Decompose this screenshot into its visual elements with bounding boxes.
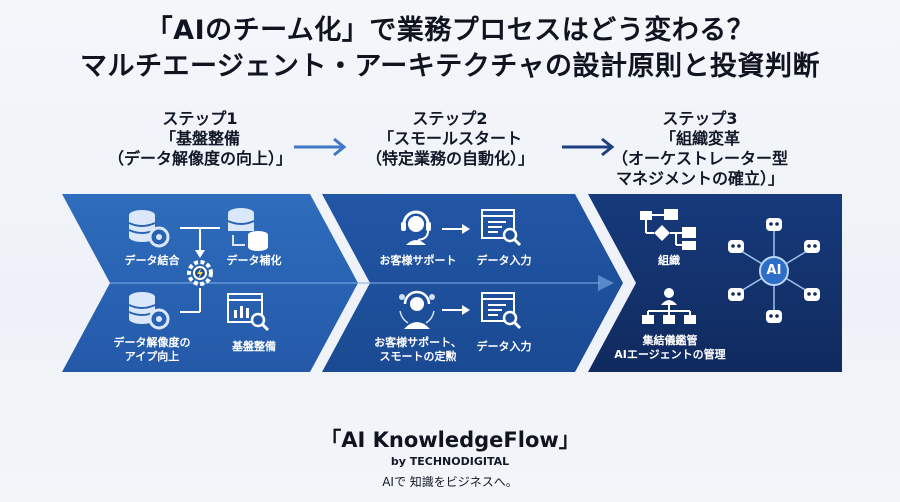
- step3-number: ステップ3: [662, 109, 738, 128]
- arrow-right-icon: [562, 137, 615, 157]
- step1-number: ステップ1: [162, 109, 238, 128]
- org-chart-icon: [642, 288, 696, 324]
- brand-name: 「AI KnowledgeFlow」: [320, 428, 580, 452]
- dashboard-search-icon: [227, 293, 270, 332]
- step2-title: 「スモールスタート: [377, 129, 522, 148]
- support-agent-icon: [399, 290, 435, 329]
- step3-item1-label: 組織: [658, 254, 680, 267]
- connector-lines: [180, 227, 220, 313]
- step2-heading: ステップ2 「スモールスタート （特定業務の自動化）」: [345, 109, 555, 169]
- step1-item3-label: データ解像度のアイプ向上: [113, 336, 191, 363]
- step2-item1-label: お客様サポート: [379, 254, 457, 267]
- database-gear-icon: [128, 292, 170, 330]
- arrow-right-icon: [442, 305, 470, 315]
- step3-subtitle: （オーケストレーター型: [611, 149, 788, 168]
- brand-by-line: by TECHNODIGITAL: [390, 455, 510, 468]
- step1-heading: ステップ1 「基盤整備 （データ解像度の向上）」: [90, 109, 310, 169]
- chevron-step3: [588, 194, 842, 372]
- database-stack-icon: [227, 208, 268, 251]
- step2-item3-label: お客様サポート、スモートの定勲: [374, 336, 462, 363]
- step3-title: 「組織変革: [659, 129, 740, 148]
- step1-item1-label: データ結合: [124, 254, 180, 267]
- page-title-line1: 「AIのチーム化」で業務プロセスはどう変わる？: [145, 15, 755, 46]
- robot-icon: [728, 218, 820, 323]
- step3-subtitle2: マネジメントの確立）」: [615, 169, 784, 188]
- org-flow-icon: [640, 209, 696, 250]
- step2-item4-label: データ入力: [476, 340, 532, 353]
- step3-heading: ステップ3 「組織変革 （オーケストレーター型 マネジメントの確立）」: [585, 109, 815, 189]
- arrow-right-icon: [442, 224, 470, 234]
- brand-tagline: AIで 知識をビジネスへ。: [382, 475, 518, 489]
- database-gear-icon: [128, 210, 170, 248]
- browser-search-icon: [481, 209, 522, 247]
- gear-icon: [187, 260, 213, 286]
- step1-item2-label: データ補化: [226, 254, 282, 267]
- step2-item2-label: データ入力: [476, 254, 532, 267]
- ai-hub-icon: [728, 218, 820, 323]
- ai-hub-label: AI: [766, 263, 782, 278]
- process-chevron-band: [62, 194, 842, 372]
- step2-number: ステップ2: [412, 109, 488, 128]
- arrow-right-icon: [294, 137, 347, 157]
- step1-title: 「基盤整備: [159, 129, 240, 148]
- page-title-line2: マルチエージェント・アーキテクチャの設計原則と投資判断: [79, 51, 821, 82]
- step1-subtitle: （データ解像度の向上）」: [107, 149, 292, 168]
- headset-icon: [401, 210, 431, 245]
- step1-item4-label: 基盤整備: [232, 340, 276, 353]
- browser-search-icon: [481, 292, 522, 330]
- step2-subtitle: （特定業務の自動化）」: [365, 149, 534, 168]
